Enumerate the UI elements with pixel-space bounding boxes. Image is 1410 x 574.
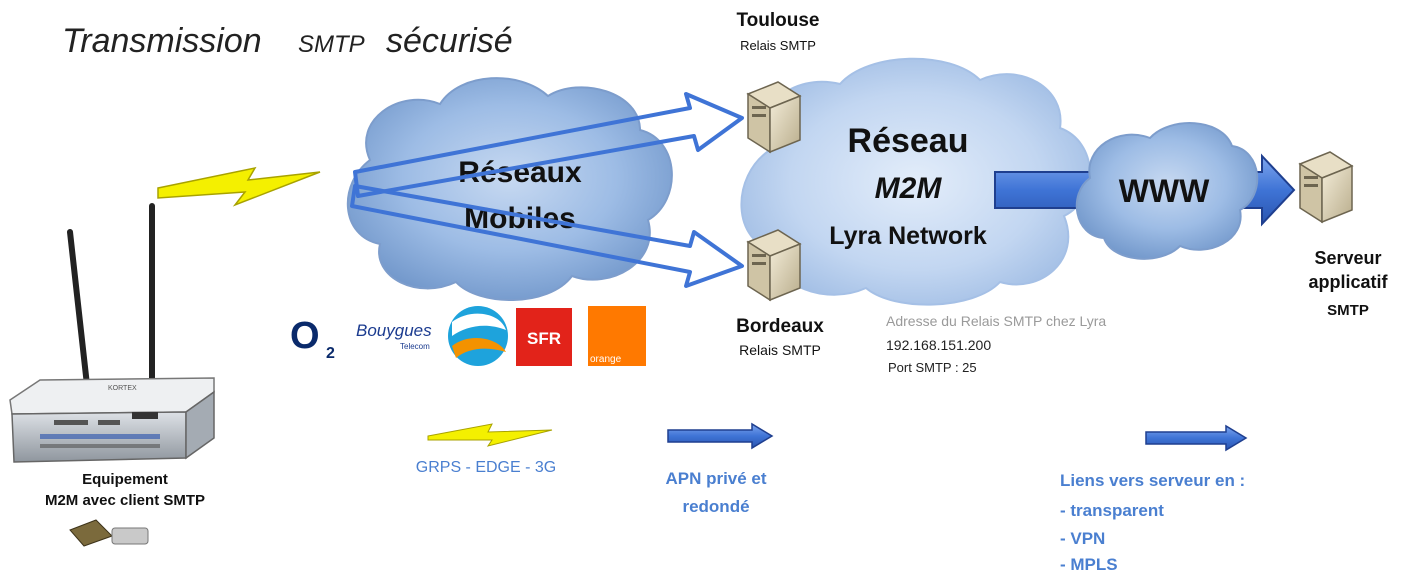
relay-toulouse-role: Relais SMTP: [740, 38, 816, 53]
www-label: WWW: [1119, 173, 1210, 209]
orange-logo: orange: [588, 306, 646, 366]
bouygues-sub: Telecom: [400, 342, 430, 351]
server-line1: Serveur: [1314, 248, 1381, 268]
antenna-icon: [67, 229, 91, 397]
relay-address-line3: Port SMTP : 25: [888, 360, 977, 375]
title-part3: sécurisé: [386, 22, 513, 60]
m2m-device: KORTEX: [9, 203, 215, 463]
lightning-icon: [157, 166, 321, 207]
relay-address-line2: 192.168.151.200: [886, 337, 991, 353]
bouygues-name: Bouygues: [356, 321, 432, 340]
server-line3: SMTP: [1327, 302, 1369, 319]
legend-apn-line2: redondé: [682, 497, 749, 516]
operator-logos: O 2 Bouygues Telecom SFR orange: [290, 306, 646, 366]
relay-toulouse-city: Toulouse: [736, 10, 819, 31]
server-line2: applicatif: [1308, 272, 1388, 292]
www-cloud: WWW: [1075, 122, 1259, 260]
legend-link-item: - VPN: [1060, 529, 1105, 548]
legend-apn: APN privé et redondé: [665, 422, 774, 516]
sfr-label: SFR: [527, 329, 561, 348]
m2m-cloud-line2: M2M: [875, 172, 943, 205]
relay-bordeaux-label: Bordeaux Relais SMTP: [736, 316, 824, 358]
orange-label: orange: [590, 354, 622, 365]
arrow-to-bordeaux: [350, 184, 744, 288]
server-icon-toulouse: [746, 81, 802, 154]
legend-apn-line1: APN privé et: [665, 469, 766, 488]
legend-link-item: - transparent: [1060, 501, 1164, 520]
relay-bordeaux-city: Bordeaux: [736, 316, 824, 337]
m2m-network-cloud: Réseau M2M Lyra Network: [740, 57, 1091, 306]
o2-letter: O: [290, 315, 320, 357]
relay-address-info: Adresse du Relais SMTP chez Lyra 192.168…: [886, 313, 1106, 375]
title-part1: Transmission: [62, 22, 262, 60]
bouygues-logo: Bouygues Telecom: [356, 306, 508, 366]
equipment-line1: Equipement: [82, 471, 168, 488]
legend-link-item: - MPLS: [1060, 555, 1118, 574]
legend-links: Liens vers serveur en : - transparent - …: [1060, 424, 1248, 574]
mobile-to-relay-arrows: [350, 92, 744, 288]
device-brand: KORTEX: [108, 385, 137, 392]
legend-radio-label: GRPS - EDGE - 3G: [416, 459, 556, 476]
m2m-cloud-line3: Lyra Network: [829, 222, 987, 250]
equipment-line2: M2M avec client SMTP: [45, 492, 205, 509]
legend-links-title: Liens vers serveur en :: [1060, 471, 1245, 490]
legend-radio: GRPS - EDGE - 3G: [416, 423, 556, 476]
sim-card-icon: [69, 519, 149, 547]
o2-logo: O 2: [290, 315, 335, 362]
diagram-title: Transmission SMTP sécurisé: [62, 22, 513, 60]
title-part2: SMTP: [298, 31, 365, 58]
relay-toulouse-label: Toulouse Relais SMTP: [736, 10, 819, 53]
server-icon-application: [1298, 151, 1354, 224]
relay-bordeaux-role: Relais SMTP: [739, 342, 821, 358]
lightning-icon: [427, 423, 553, 447]
o2-sub: 2: [326, 345, 335, 362]
application-server-label: Serveur applicatif SMTP: [1308, 248, 1388, 319]
equipment-label: Equipement M2M avec client SMTP: [45, 471, 205, 509]
m2m-cloud-line1: Réseau: [848, 122, 969, 160]
sfr-logo: SFR: [516, 308, 572, 366]
relay-address-line1: Adresse du Relais SMTP chez Lyra: [886, 313, 1106, 329]
mobile-networks-cloud: Réseaux Mobiles: [346, 77, 673, 301]
server-icon-bordeaux: [746, 229, 802, 302]
arrow-to-toulouse: [353, 92, 744, 198]
